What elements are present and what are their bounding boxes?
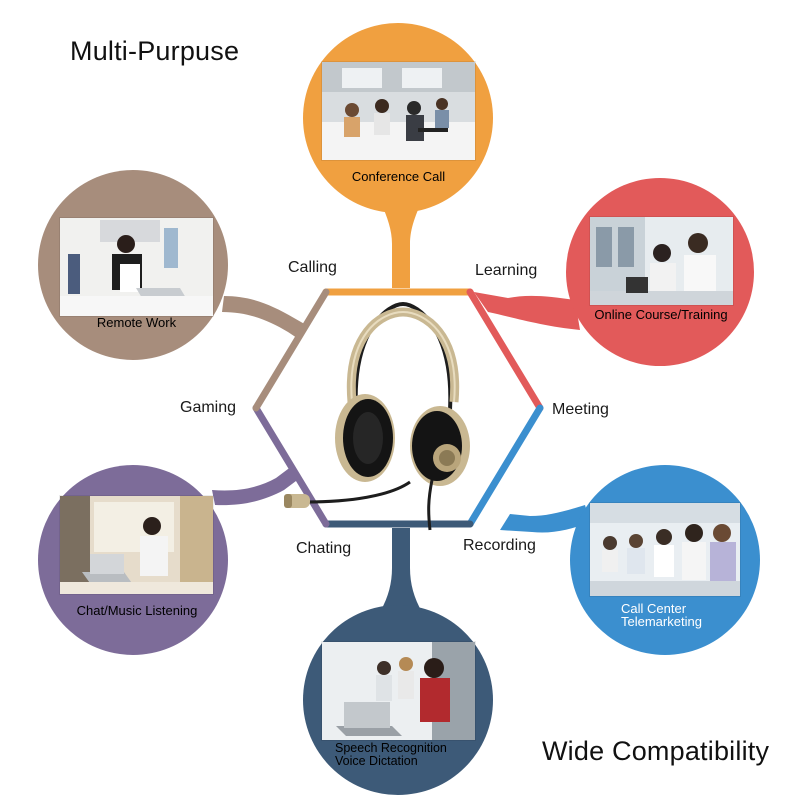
office-meeting-photo — [322, 62, 475, 160]
caption-conference-call: Conference Call — [351, 169, 446, 184]
caption-remote-work: Remote Work — [96, 315, 177, 330]
connector-chat — [212, 466, 300, 506]
caption-call-center: Call Center — [621, 601, 687, 616]
hex-label-recording: Recording — [463, 537, 536, 554]
hex-label-meeting: Meeting — [552, 401, 609, 418]
connector-online — [474, 292, 580, 330]
connector-callcenter — [500, 505, 590, 533]
hex-label-calling: Calling — [288, 259, 337, 276]
laptop-headset-photo — [322, 642, 475, 740]
remote-desk-photo — [60, 218, 213, 316]
connector-remote — [222, 296, 308, 340]
hex-label-gaming: Gaming — [180, 399, 237, 416]
caption-chat-music: Chat/Music Listening — [76, 603, 198, 618]
connector-speech — [380, 528, 422, 612]
caption-speech-recognition: Speech Recognition — [335, 741, 447, 755]
hex-edge-remote — [252, 288, 330, 412]
multi-purpose-heading: Multi-Purpuse — [70, 36, 240, 66]
caption-telemarketing: Telemarketing — [621, 614, 702, 629]
caption-online-course: Online Course/Training — [594, 307, 728, 322]
caption-voice-dictation: Voice Dictation — [335, 754, 418, 768]
hexagon-frame — [252, 288, 544, 528]
chat-laptop-photo — [60, 496, 213, 594]
connectors — [212, 196, 590, 612]
hex-edge-gaming — [252, 404, 330, 528]
hex-edge-learning — [466, 288, 544, 412]
online-training-photo — [590, 217, 733, 305]
hex-edge-meeting — [466, 404, 544, 528]
hex-label-chating: Chating — [296, 540, 352, 557]
connector-conference — [378, 196, 424, 288]
binaural-headset-icon — [284, 301, 470, 531]
call-center-photo — [590, 503, 740, 596]
wide-compatibility-heading: Wide Compatibility — [542, 736, 770, 766]
hex-label-learning: Learning — [475, 262, 538, 279]
